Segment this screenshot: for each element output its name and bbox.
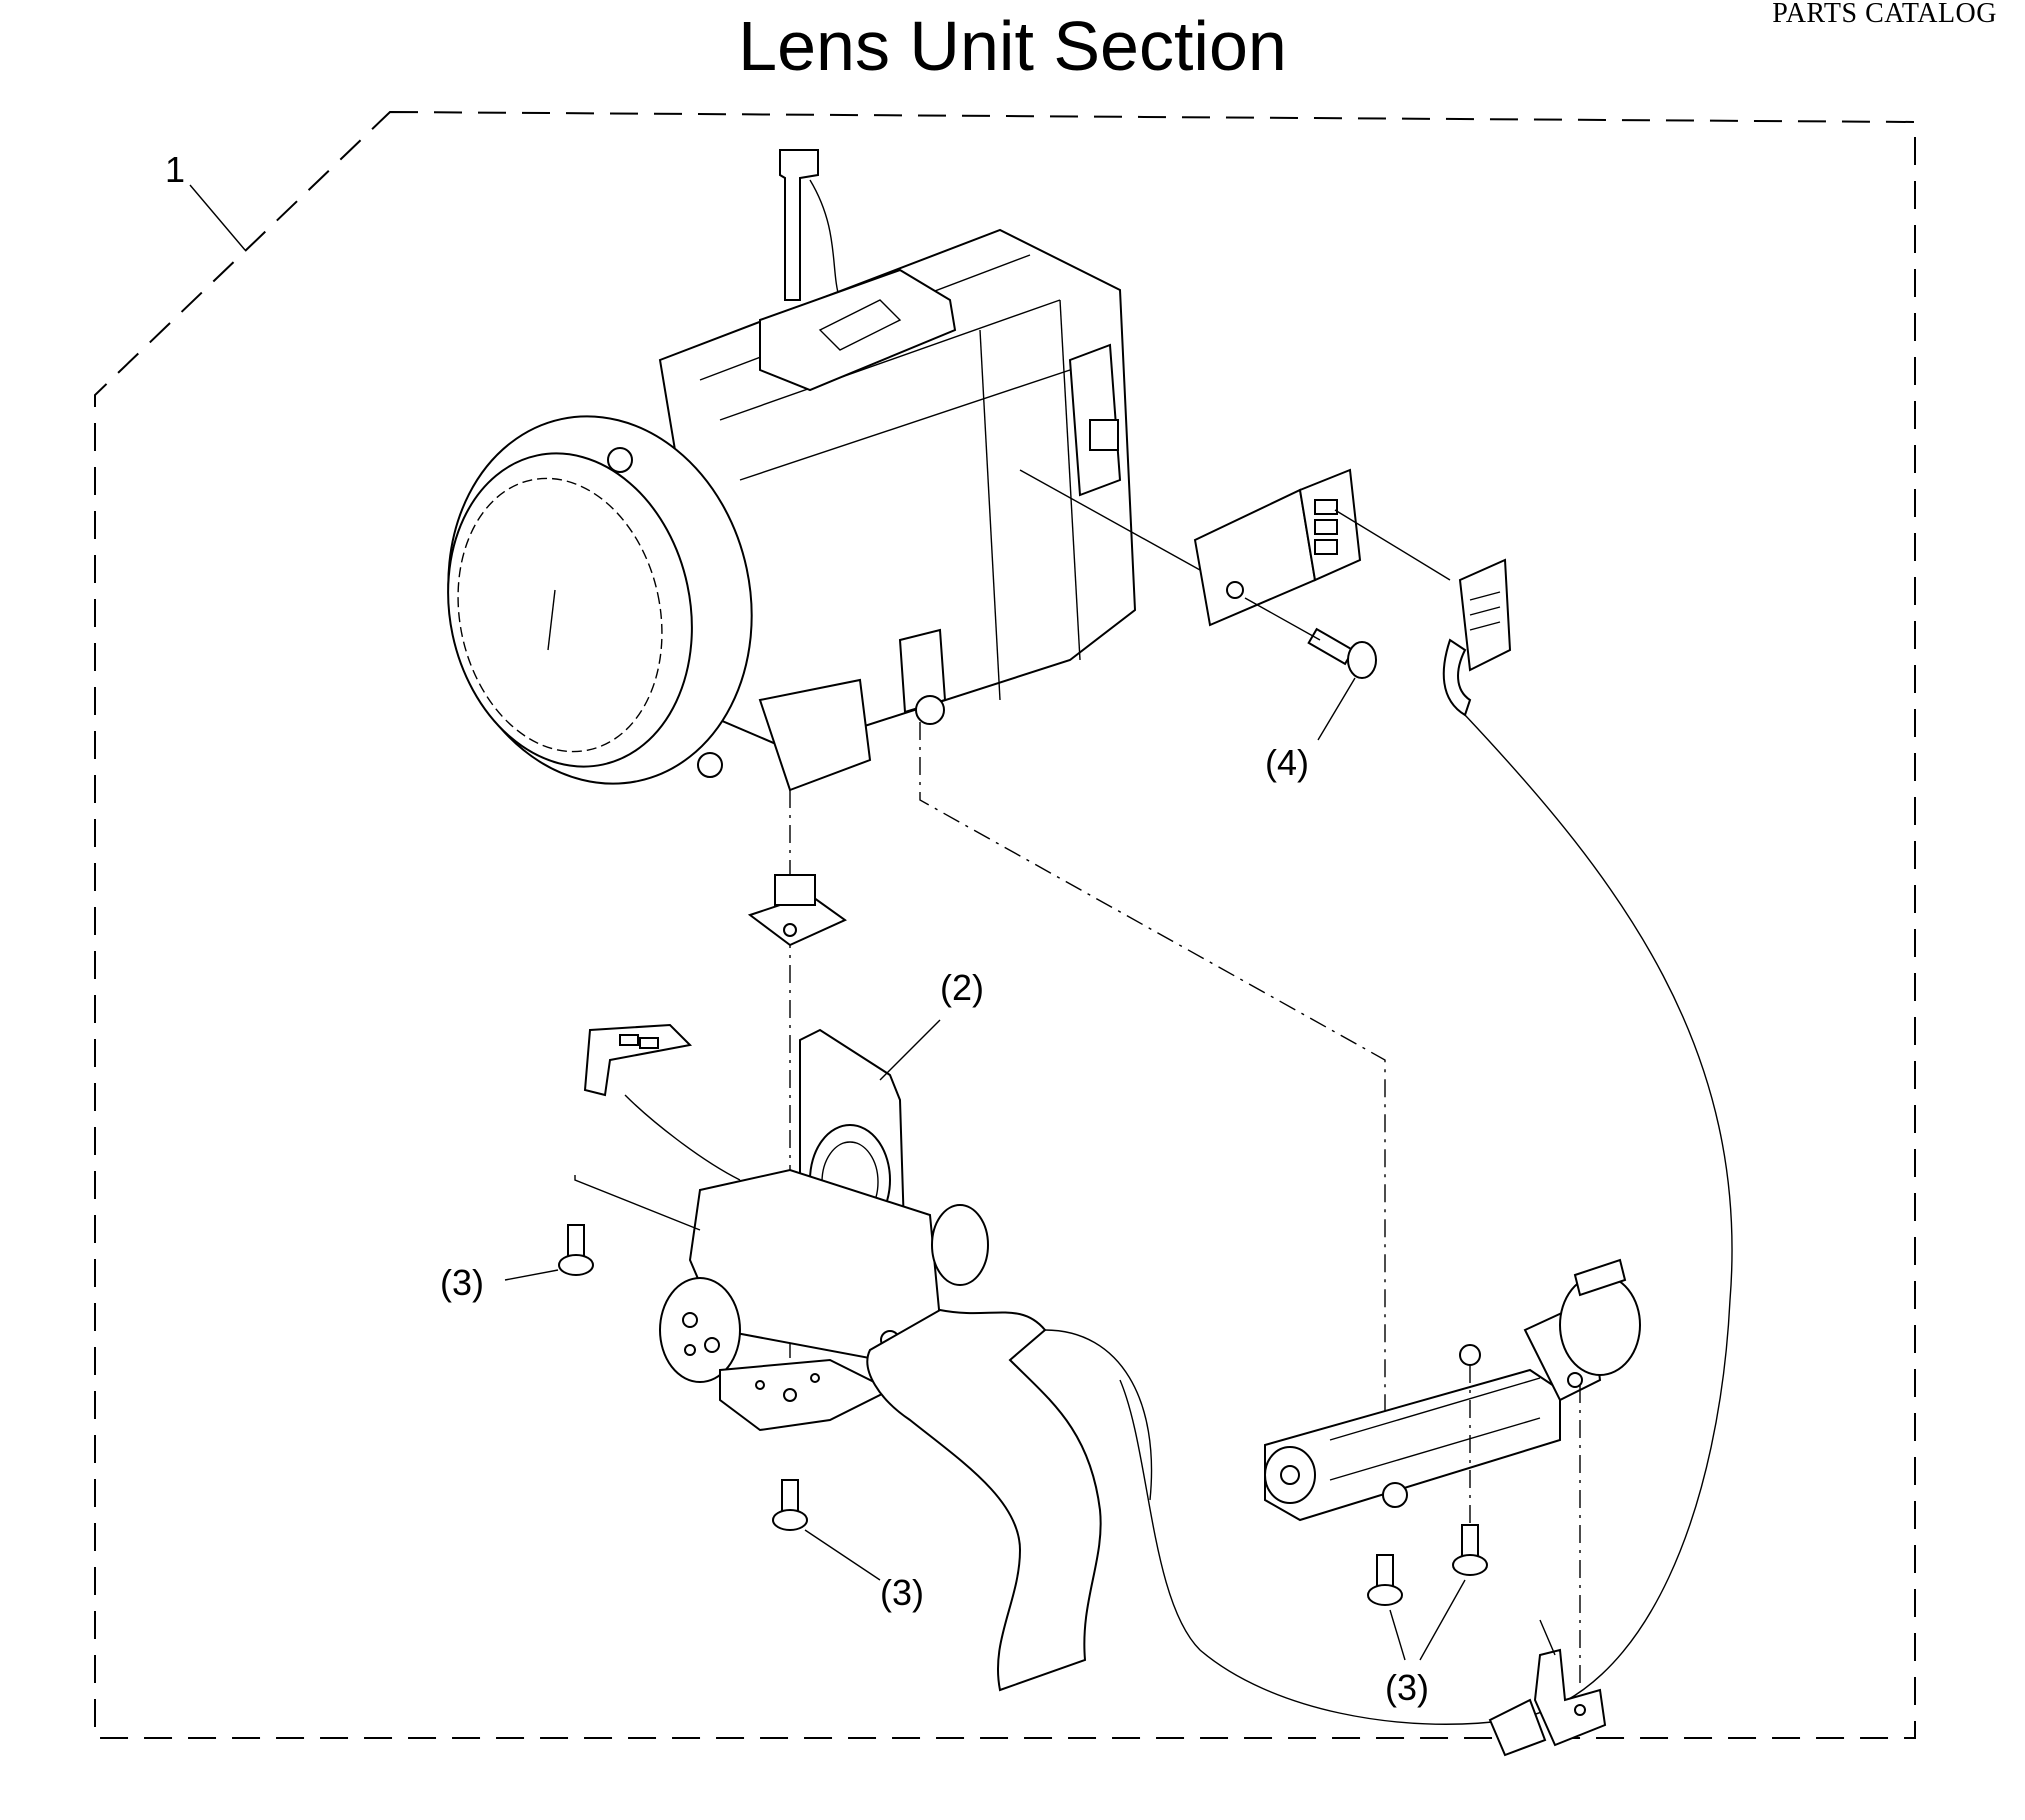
catalog-label: PARTS CATALOG: [1772, 0, 1997, 29]
screw-3-left: [558, 1224, 594, 1276]
page-title: Lens Unit Section: [738, 7, 1287, 85]
leader-part3-right-a: [1389, 1609, 1406, 1661]
small-bracket: [747, 874, 847, 947]
leader-part4: [1317, 677, 1356, 741]
assembly-boundary: [94, 110, 1916, 1739]
callout-part4: (4): [1265, 742, 1309, 783]
callout-part3-bottom: (3): [880, 1572, 924, 1613]
sensor-board: [1193, 468, 1362, 627]
leader-part3-left: [504, 1269, 559, 1281]
leader-part3-right-b: [1419, 1579, 1466, 1661]
leader-part3-bottom: [804, 1529, 881, 1581]
screw-3-right-b: [1452, 1524, 1488, 1576]
lens-barrel-assembly: [447, 149, 1137, 792]
screw-4: [1307, 627, 1377, 679]
callout-part2: (2): [940, 967, 984, 1008]
leader-part2: [879, 1019, 941, 1081]
flex-connector-bottom-right: [1488, 1619, 1607, 1757]
guide-bar-motor-assembly: [1264, 1258, 1641, 1522]
callout-part3-right: (3): [1385, 1667, 1429, 1708]
flex-connector-right: [1442, 558, 1512, 717]
screw-3-right-a: [1367, 1554, 1403, 1606]
leader-assembly: [189, 184, 246, 251]
iris-shutter-unit: [583, 1023, 1153, 1692]
callout-assembly: 1: [165, 149, 185, 190]
screw-3-bottom: [772, 1479, 808, 1531]
callout-part3-left: (3): [440, 1262, 484, 1303]
